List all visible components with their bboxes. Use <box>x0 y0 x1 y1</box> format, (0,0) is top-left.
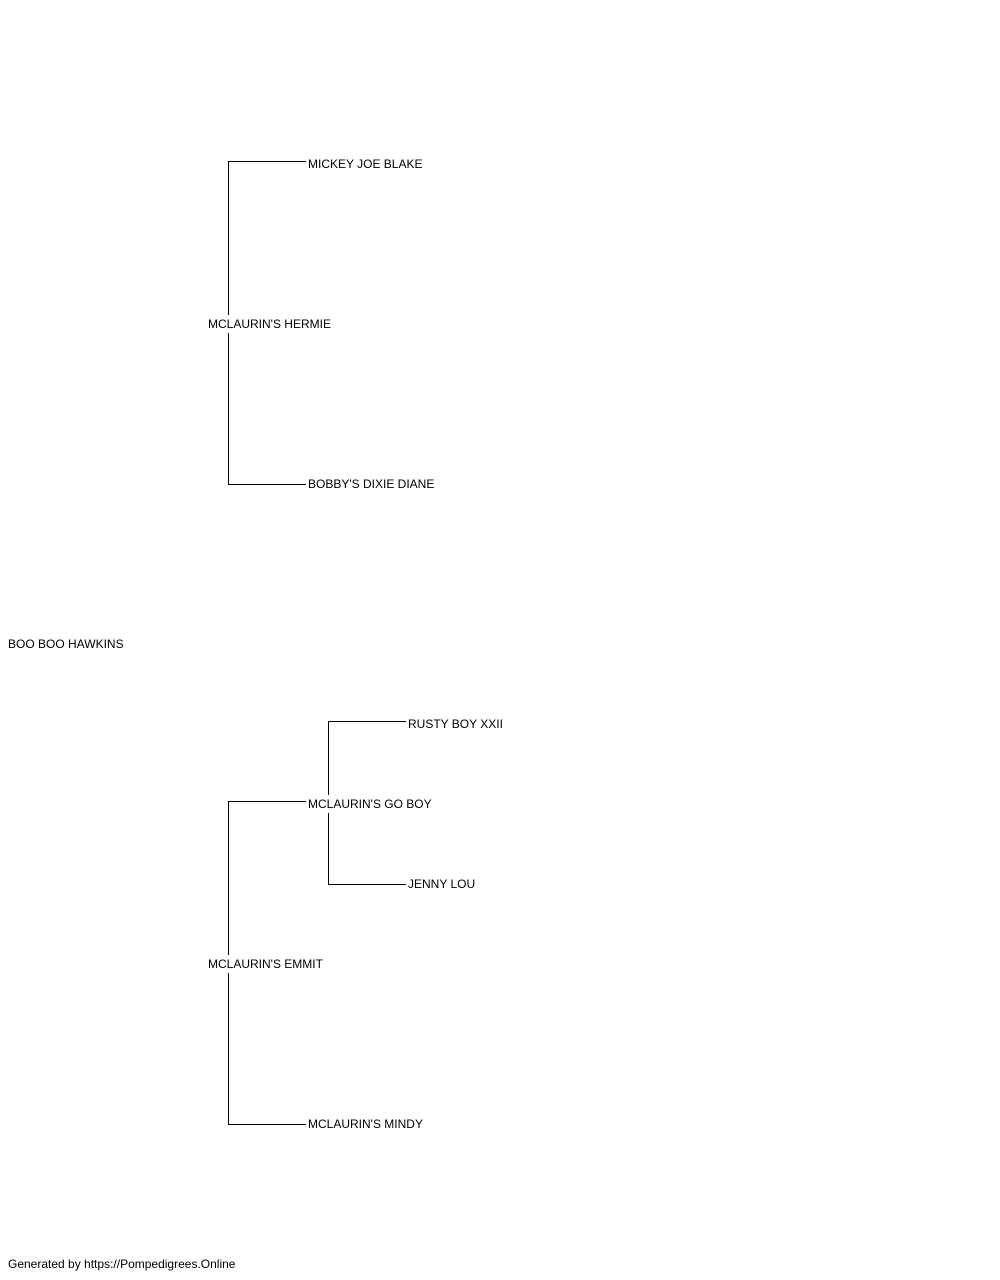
dam-sire-sire-name: RUSTY BOY XXII <box>408 715 503 733</box>
dam-sire-dam-name: JENNY LOU <box>408 875 476 893</box>
sire-sire-name: MICKEY JOE BLAKE <box>308 155 423 173</box>
sire-dam-name: BOBBY'S DIXIE DIANE <box>308 475 435 493</box>
dam-sire-name: MCLAURIN'S GO BOY <box>308 795 432 813</box>
dam-dam-name: MCLAURIN'S MINDY <box>308 1115 423 1133</box>
connector-jenny-lou <box>328 884 406 885</box>
dam-name: MCLAURIN'S EMMIT <box>208 955 323 973</box>
connector-go-boy <box>228 801 306 802</box>
connector-bobbys-dixie-diane <box>228 484 306 485</box>
generated-by-footer: Generated by https://Pompedigrees.Online <box>8 1257 236 1271</box>
connector-rusty-boy-xxii <box>328 721 406 722</box>
subject-name: BOO BOO HAWKINS <box>8 635 124 653</box>
sire-name: MCLAURIN'S HERMIE <box>208 315 331 333</box>
connector-mickey-joe-blake <box>228 161 306 162</box>
connector-mclaurins-mindy <box>228 1124 306 1125</box>
